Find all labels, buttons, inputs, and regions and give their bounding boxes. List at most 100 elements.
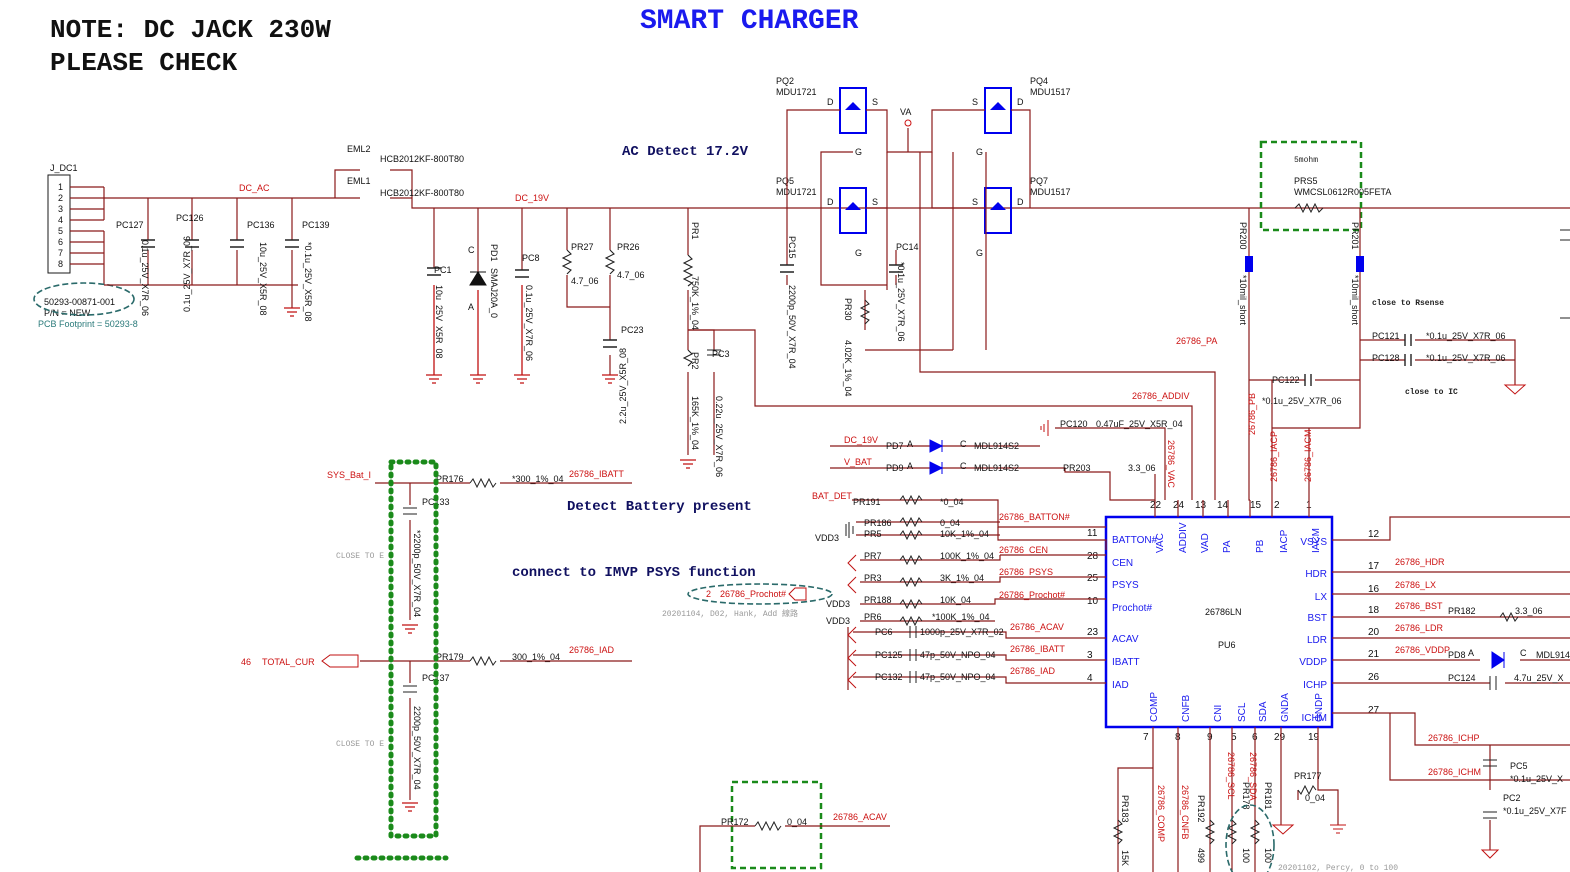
va-test-point bbox=[904, 119, 912, 127]
ground-icons bbox=[284, 285, 696, 469]
pr2-ref: PR2 bbox=[690, 352, 700, 370]
pc124-ref: PC124 bbox=[1448, 673, 1476, 683]
pc125-value: 47p_50V_NPO_04 bbox=[920, 650, 996, 660]
pd8-c: C bbox=[1520, 648, 1527, 658]
pc125-ref: PC125 bbox=[875, 650, 903, 660]
pr181-ref: PR181 bbox=[1263, 782, 1273, 810]
pr30-resistor bbox=[859, 299, 871, 325]
net-hdr: 26786_HDR bbox=[1395, 557, 1445, 567]
ic-pin-name: ICHM bbox=[1301, 713, 1327, 724]
net-dc-ac: DC_AC bbox=[239, 183, 270, 193]
net-ichm: 26786_ICHM bbox=[1428, 767, 1481, 777]
ic-pin-name: COMP bbox=[1149, 692, 1160, 722]
pr7-ref: PR7 bbox=[864, 551, 882, 561]
pin-s: S bbox=[872, 97, 878, 107]
pc1-value: 10u_25V_X5R_08 bbox=[434, 285, 444, 359]
right-caps bbox=[1483, 676, 1497, 819]
pin-g: G bbox=[976, 147, 983, 157]
pd9-ref: PD9 bbox=[886, 463, 904, 473]
ic-pin-name: ACAV bbox=[1112, 634, 1139, 645]
pc15-ref: PC15 bbox=[787, 236, 797, 259]
close-rsense-note: close to Rsense bbox=[1372, 299, 1444, 308]
pin-g: G bbox=[855, 147, 862, 157]
sense-caps bbox=[1304, 334, 1412, 386]
pd7-ref: PD7 bbox=[886, 441, 904, 451]
ic-pin-number: 26 bbox=[1368, 672, 1380, 683]
input-rail bbox=[104, 169, 1570, 500]
connector-footprint: PCB Footprint = 50293-8 bbox=[38, 319, 138, 329]
net-dc19v-in: DC_19V bbox=[844, 435, 878, 445]
ic-ref: PU6 bbox=[1218, 640, 1236, 650]
ic-pin-name: BST bbox=[1308, 613, 1327, 624]
ic-pin-name: PSYS bbox=[1112, 580, 1139, 591]
ic-pin-number: 27 bbox=[1368, 705, 1380, 716]
pc6-ref: PC6 bbox=[875, 627, 893, 637]
pq7-ref: PQ7 bbox=[1030, 176, 1048, 186]
connector-pins: 1 2 3 4 6 5 7 8 bbox=[58, 182, 63, 269]
net-cen: 26786_CEN bbox=[999, 545, 1048, 555]
pd9-value: MDL914S2 bbox=[974, 463, 1019, 473]
pr172-highlight bbox=[730, 780, 823, 870]
eml2-ref: EML2 bbox=[347, 144, 371, 154]
pr30-ref: PR30 bbox=[843, 298, 853, 321]
note-line2: PLEASE CHECK bbox=[50, 48, 238, 78]
connector-pn: P/N = NEW bbox=[44, 308, 91, 318]
pr201-value: *10mil_short bbox=[1350, 275, 1360, 326]
net-acav2: 26786_ACAV bbox=[833, 812, 887, 822]
pr203-value: 3.3_06 bbox=[1128, 463, 1156, 473]
eml2-value: HCB2012KF-800T80 bbox=[380, 154, 464, 164]
ground-icons bbox=[1271, 824, 1346, 835]
ic-pin-name: GNDP bbox=[1314, 693, 1325, 722]
pc126-value: 0.1u_25V_X7R_06 bbox=[182, 236, 192, 312]
pr200-ref: PR200 bbox=[1238, 222, 1248, 250]
pin-label: 3 bbox=[58, 204, 63, 214]
pc8-ref: PC8 bbox=[522, 253, 540, 263]
ic-pin-name: VAD bbox=[1200, 533, 1211, 553]
net-iad: 26786_IAD bbox=[569, 645, 615, 655]
pc122-ref: PC122 bbox=[1272, 375, 1300, 385]
total-cur-port-icon bbox=[321, 654, 359, 668]
ic-pin-name: IBATT bbox=[1112, 657, 1140, 668]
pr186-ref: PR186 bbox=[864, 518, 892, 528]
ic-pin-number: 2 bbox=[1274, 500, 1280, 511]
pd9-a: A bbox=[907, 461, 913, 471]
pc139-value: *0.1u_25V_X5R_08 bbox=[303, 242, 313, 322]
pr30-value: 4.02K_1%_04 bbox=[843, 340, 853, 397]
pc127-value: 0.1u_25V_X7R_06 bbox=[140, 240, 150, 316]
pin-s: S bbox=[972, 97, 978, 107]
sense-wiring bbox=[1248, 208, 1516, 501]
note-line1: NOTE: DC JACK 230W bbox=[50, 15, 331, 45]
mosfet-caps bbox=[780, 264, 903, 273]
pin-d: D bbox=[827, 97, 834, 107]
pr192-value: 499 bbox=[1196, 848, 1206, 863]
pq5-value: MDU1721 bbox=[776, 187, 817, 197]
mosfet-pq7: S D G bbox=[972, 187, 1024, 258]
pin-label: 6 bbox=[58, 237, 63, 247]
pc127-ref: PC127 bbox=[116, 220, 144, 230]
pd8-value: MDL914 bbox=[1536, 650, 1570, 660]
pin-d: D bbox=[1017, 197, 1024, 207]
pr200-value: *10mil_short bbox=[1238, 275, 1248, 326]
ic-pin-name: ICHP bbox=[1303, 680, 1327, 691]
pq4-value: MDU1517 bbox=[1030, 87, 1071, 97]
ground-icon bbox=[1040, 420, 1049, 436]
pr183-ref: PR183 bbox=[1120, 795, 1130, 823]
pr191-value: *0_04 bbox=[940, 497, 964, 507]
net-sys-bat-i: SYS_Bat_I bbox=[327, 470, 371, 480]
net-ibatt: 26786_IBATT bbox=[569, 469, 624, 479]
pd7-a: A bbox=[907, 439, 913, 449]
ic-pin-number: 4 bbox=[1087, 673, 1093, 684]
ic-right-wiring bbox=[1332, 516, 1570, 850]
input-resistors bbox=[561, 249, 721, 367]
pr27-value: 4.7_06 bbox=[571, 276, 599, 286]
net-pb: 26786_PB bbox=[1247, 393, 1257, 435]
pc136-value: 10u_25V_X5R_08 bbox=[258, 242, 268, 316]
pc121-ref: PC121 bbox=[1372, 331, 1400, 341]
pr176-ref: PR176 bbox=[436, 474, 464, 484]
pc5-ref: PC5 bbox=[1510, 761, 1528, 771]
net-lx: 26786_LX bbox=[1395, 580, 1436, 590]
mosfet-wiring bbox=[786, 109, 1216, 500]
connector-highlight bbox=[33, 282, 135, 316]
pr27-ref: PR27 bbox=[571, 242, 594, 252]
ic-pu6-body bbox=[1104, 515, 1334, 729]
